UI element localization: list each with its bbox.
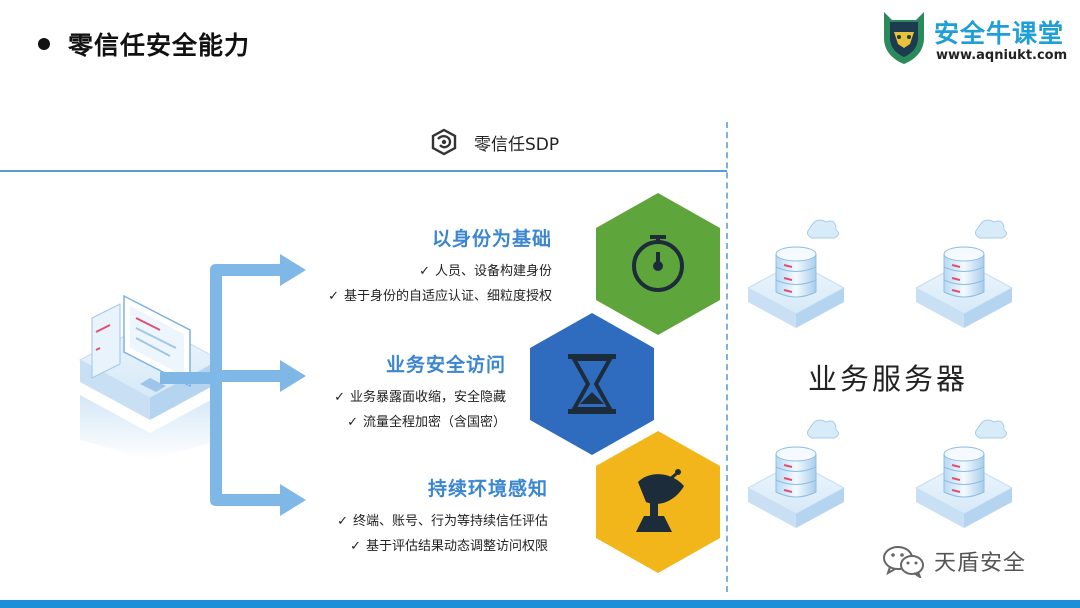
bottom-bar [0, 600, 1080, 608]
servers-label: 业务服务器 [808, 362, 969, 396]
watermark: 天盾安全 [882, 544, 1026, 578]
server-2 [914, 219, 1014, 328]
sdp-text: 零信任SDP [474, 134, 560, 155]
check-icon: ✓ [334, 390, 345, 405]
title-row: 零信任安全能力 [38, 26, 250, 62]
feature-item: ✓业务暴露面收缩，安全隐藏 [334, 390, 506, 405]
feature-item: ✓流量全程加密（含国密） [347, 415, 506, 430]
server-1 [746, 219, 846, 328]
server-3 [746, 419, 846, 528]
feature-identity: 以身份为基础 ✓人员、设备构建身份 ✓基于身份的自适应认证、细粒度授权 [328, 224, 552, 309]
bullet-icon [38, 38, 50, 50]
feature-item: ✓基于身份的自适应认证、细粒度授权 [328, 289, 552, 304]
hexagon-awareness [596, 431, 720, 573]
feature-item: ✓终端、账号、行为等持续信任评估 [337, 514, 548, 529]
feature-item: ✓基于评估结果动态调整访问权限 [350, 539, 548, 554]
branch-arrows [160, 254, 306, 516]
feature-title: 业务安全访问 [385, 354, 506, 376]
bull-shield-icon [884, 12, 924, 64]
watermark-text: 天盾安全 [934, 551, 1027, 576]
check-icon: ✓ [350, 539, 361, 554]
hexagon-access [530, 313, 654, 455]
feature-title: 以身份为基础 [431, 228, 552, 250]
check-icon: ✓ [337, 514, 348, 529]
feature-awareness: 持续环境感知 ✓终端、账号、行为等持续信任评估 ✓基于评估结果动态调整访问权限 [337, 474, 548, 559]
sdp-logo-icon [431, 128, 457, 156]
feature-access: 业务安全访问 ✓业务暴露面收缩，安全隐藏 ✓流量全程加密（含国密） [334, 350, 506, 435]
zone-divider [726, 122, 728, 592]
check-icon: ✓ [347, 415, 358, 430]
sdp-label: 零信任SDP [430, 128, 559, 156]
hexagon-identity [596, 193, 720, 335]
wechat-icon [883, 546, 924, 578]
server-4 [914, 419, 1014, 528]
page-title: 零信任安全能力 [68, 31, 251, 60]
satellite-dish-icon [636, 469, 684, 532]
stopwatch-icon [632, 235, 684, 292]
sdp-divider [0, 170, 727, 172]
brand-logo: 安全牛课堂 www.aqniukt.com [880, 8, 1070, 70]
check-icon: ✓ [328, 289, 339, 304]
hourglass-icon [568, 354, 616, 414]
logo-name: 安全牛课堂 [934, 19, 1065, 48]
feature-item: ✓人员、设备构建身份 [419, 264, 552, 279]
feature-title: 持续环境感知 [427, 478, 548, 500]
check-icon: ✓ [419, 264, 430, 279]
logo-url: www.aqniukt.com [936, 48, 1068, 63]
